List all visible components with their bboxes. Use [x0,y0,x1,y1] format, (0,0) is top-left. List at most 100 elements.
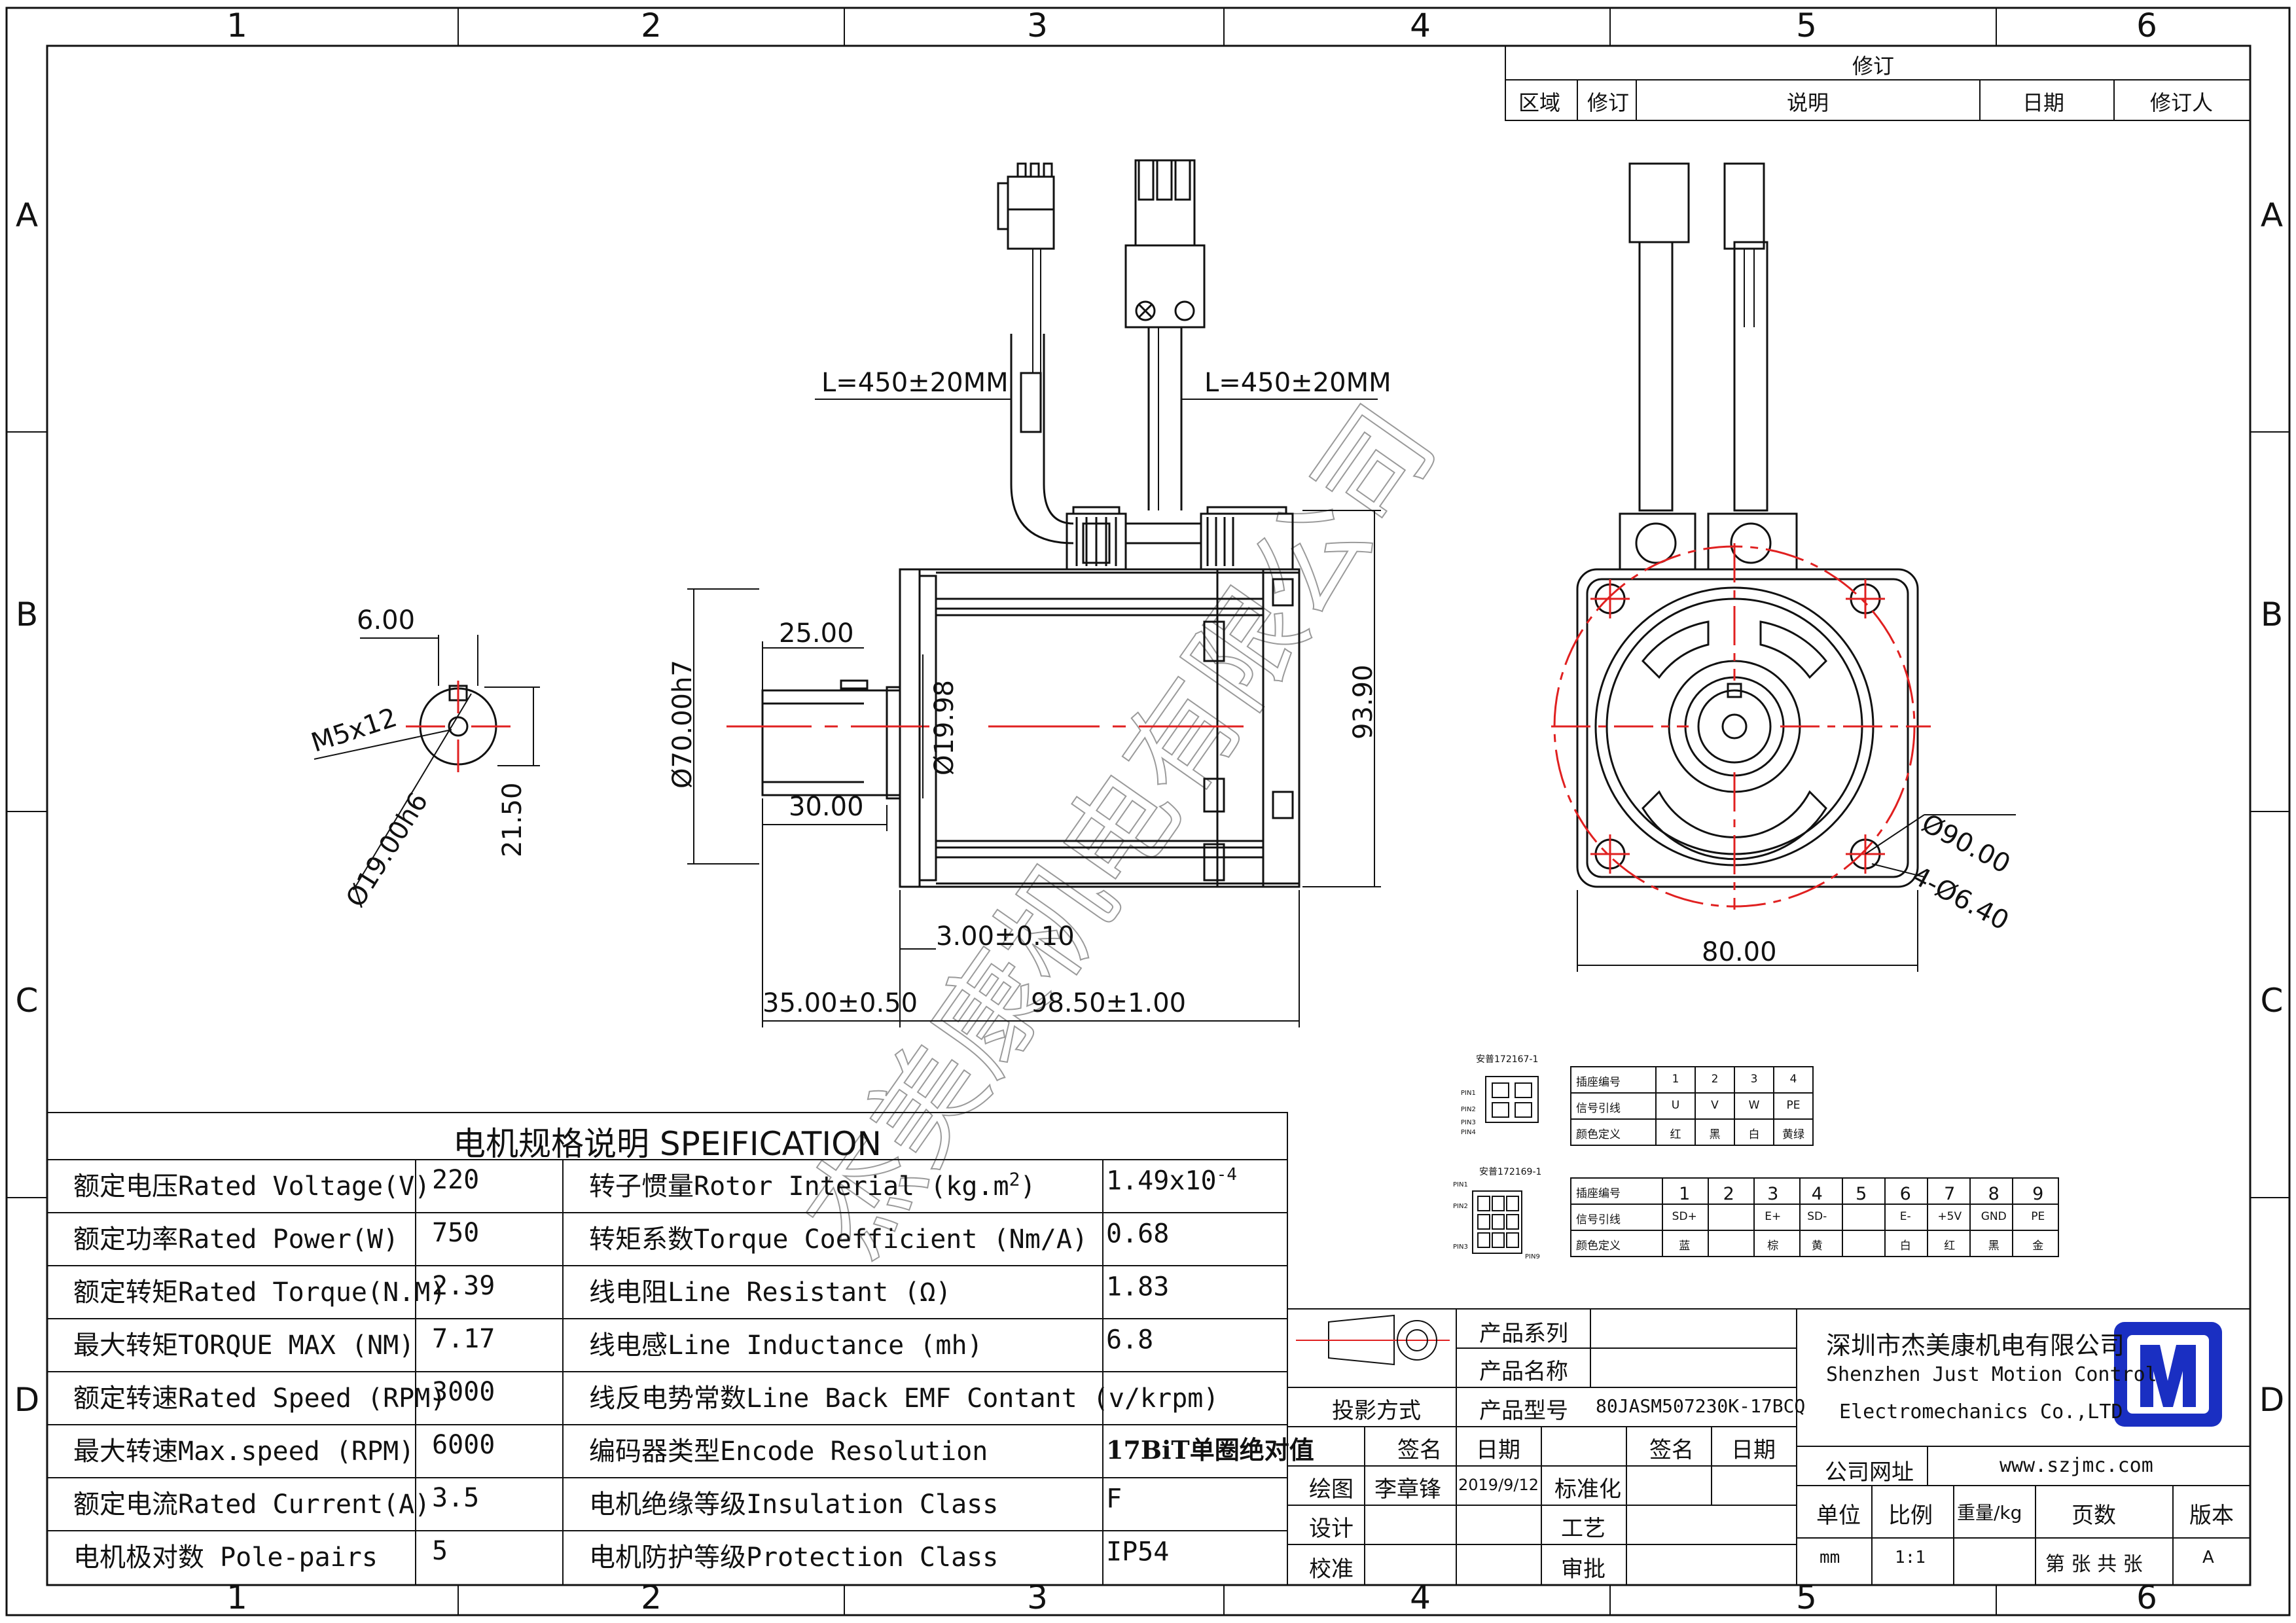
conn2-cell: GND [1981,1210,2007,1223]
tb-website: www.szjmc.com [2000,1454,2153,1477]
conn2-cell: 金 [2032,1240,2044,1253]
connector2-pin1: PIN1 [1453,1181,1468,1188]
spec-value-right: 0.68 [1106,1218,1169,1249]
conn2-cell: 6 [1899,1184,1911,1204]
spec-value-left: 6000 [432,1430,495,1460]
conn2-cell: 4 [1811,1184,1823,1204]
zone-row-b: B [15,596,39,633]
tb-pages-label: 页数 [2072,1503,2116,1529]
tb-approve: 审批 [1561,1556,1605,1582]
zone-col-3-bottom: 3 [1027,1578,1048,1616]
conn1-cell: W [1748,1099,1760,1112]
revision-header-by: 修订人 [2150,90,2214,115]
tb-weight-label: 重量/kg [1957,1502,2022,1524]
conn1-cell: V [1711,1099,1719,1112]
spec-value-right-text: F [1106,1484,1122,1514]
spec-label-right-text: 线电感Line Inductance (mh) [589,1330,983,1361]
spec-label-left: 最大转速Max.speed (RPM) [73,1436,415,1467]
tb-version: A [2202,1548,2214,1567]
conn2-cell: 9 [2032,1184,2044,1204]
tb-pages: 第 张 共 张 [2045,1553,2143,1576]
spec-value-right-text: 6.8 [1106,1325,1154,1355]
spec-value-right: IP54 [1106,1536,1169,1567]
spec-label-left: 额定电流Rated Current(A) [73,1489,431,1520]
title-block-grid [1287,1308,2251,1586]
spec-value-right-text: 1.49x10 [1106,1166,1217,1196]
company-logo [2114,1322,2222,1427]
tb-unit: mm [1820,1548,1840,1567]
tb-company-en1: Shenzhen Just Motion Control [1826,1363,2157,1386]
dim-shaft-height: 21.50 [497,782,528,857]
zone-col-5-bottom: 5 [1796,1578,1817,1616]
spec-label-right-text: 转子惯量Rotor Interial (kg.m [589,1171,1009,1202]
connector1-pin2: PIN2 [1461,1106,1476,1113]
spec-label-left: 电机极对数 Pole-pairs [73,1543,378,1573]
spec-value-right-text: 0.68 [1106,1219,1170,1249]
tb-date-2: 日期 [1731,1437,1776,1463]
zone-row-c-right: C [2260,982,2284,1020]
tb-sign-1: 签名 [1397,1437,1442,1463]
dim-body-len: 98.50±1.00 [1031,988,1187,1018]
conn2-cell: 红 [1944,1240,1956,1253]
spec-label-left: 额定功率Rated Power(W) [73,1224,399,1255]
zone-col-5: 5 [1796,7,1817,45]
spec-value-left: 3000 [432,1377,495,1407]
spec-value-left: 7.17 [432,1324,495,1354]
front-centerlines [1551,543,1931,910]
tb-standard: 标准化 [1554,1476,1621,1503]
conn2-cell: E- [1899,1210,1911,1223]
tb-product-model: 80JASM507230K-17BCQ [1596,1395,1806,1417]
tb-scale-label: 比例 [1888,1503,1933,1529]
connector1-pin3: PIN3 [1461,1119,1476,1126]
spec-value-right-text: 17BiT单圈绝对值 [1106,1435,1314,1465]
tb-check: 校准 [1309,1556,1354,1582]
front-leaders [1865,814,2016,878]
zone-col-1-bottom: 1 [226,1578,247,1616]
spec-label-left: 额定电压Rated Voltage(V) [73,1171,431,1202]
revision-header-date: 日期 [2022,90,2065,115]
conn1-cell: 1 [1672,1073,1679,1086]
conn1-cell: 黄绿 [1782,1128,1804,1141]
conn2-cell: 7 [1944,1184,1956,1204]
spec-value-left: 5 [432,1536,448,1566]
connector2-pin9: PIN9 [1525,1253,1540,1260]
zone-col-6-bottom: 6 [2136,1578,2157,1616]
tb-company-en2: Electromechanics Co.,LTD [1839,1400,2123,1423]
dim-pilot-dia: Ø70.00h7 [668,660,698,789]
spec-value-right-sup: -4 [1216,1165,1237,1185]
conn2-cell: 黄 [1811,1240,1823,1253]
tb-product-name: 产品名称 [1479,1359,1568,1385]
connector2-pin2: PIN2 [1453,1203,1468,1210]
cable-left [997,162,1074,544]
tb-product-series: 产品系列 [1479,1321,1568,1347]
connector1-label: 安普172167-1 [1476,1054,1539,1065]
dim-flange-thk: 3.00±0.10 [936,921,1075,952]
dim-width: 80.00 [1702,937,1777,967]
connector2-label: 安普172169-1 [1479,1167,1542,1177]
conn2-cell: SD- [1807,1210,1827,1223]
dim-shaft-total: 35.00±0.50 [762,988,918,1018]
conn1-cell: 4 [1789,1073,1797,1086]
motor-front-view [1576,162,1919,972]
connector-icons [1472,1076,1539,1254]
spec-label-right: 转矩系数Torque Coefficient (Nm/A) [589,1218,1088,1256]
tb-projection: 投影方式 [1332,1398,1421,1424]
conn1-cell: 信号引线 [1576,1102,1621,1115]
tb-company-cn: 深圳市杰美康机电有限公司 [1826,1331,2125,1360]
spec-label-right-text: 转矩系数Torque Coefficient (Nm/A) [589,1224,1088,1255]
conn1-cell: 插座编号 [1576,1076,1621,1089]
tb-version-label: 版本 [2189,1503,2234,1529]
tb-date-1: 日期 [1476,1437,1520,1463]
spec-label-right: 电机防护等级Protection Class [589,1536,998,1574]
conn1-cell: 红 [1670,1128,1681,1141]
zone-row-c: C [15,982,39,1020]
dim-key-width: 6.00 [357,605,416,635]
spec-label-right: 线电阻Line Resistant (Ω) [589,1271,951,1309]
conn2-cell: 8 [1988,1184,2000,1204]
dim-shaft-key-len: 25.00 [779,618,854,649]
zone-col-6: 6 [2136,7,2157,45]
tb-product-model-label: 产品型号 [1479,1398,1568,1424]
conn2-cell: 信号引线 [1576,1213,1621,1226]
